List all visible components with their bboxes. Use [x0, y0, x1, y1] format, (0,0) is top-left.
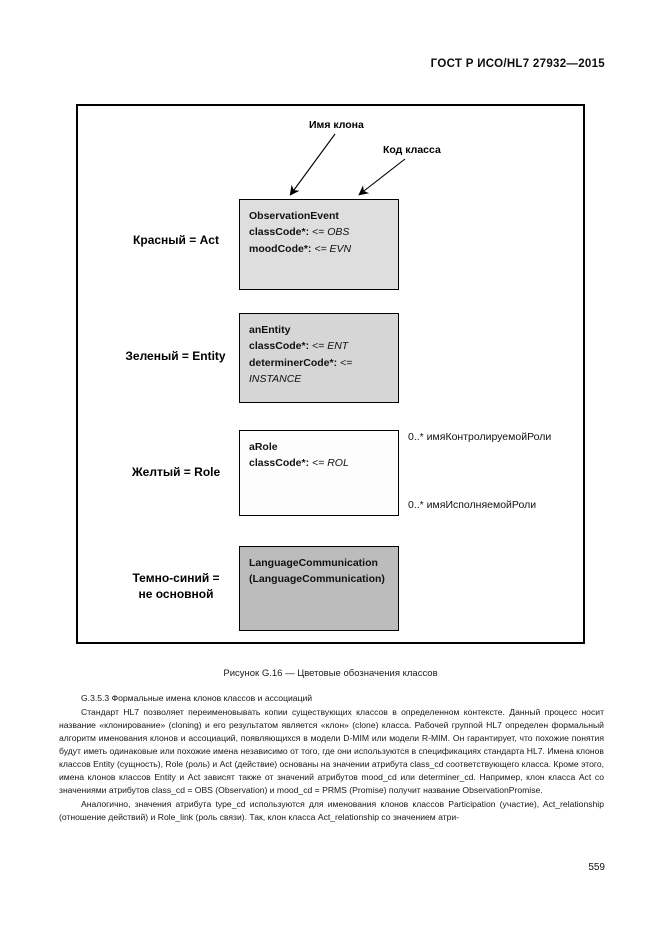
figure-caption: Рисунок G.16 — Цветовые обозначения клас… [223, 668, 438, 679]
legend-item-entity: Зеленый = Entity [125, 349, 226, 363]
class-attribute-row: moodCode*: <= EVN [249, 241, 389, 257]
attribute-value: <= OBS [312, 226, 350, 239]
class-box-an-entity: anEntity classCode*: <= ENT determinerCo… [239, 313, 399, 403]
multiplicity-played-role: 0..* имяИсполняемойРоли [408, 499, 537, 511]
figure-g16-frame: Имя клона Код класса Красный = Act Зелен… [76, 104, 585, 644]
class-attribute-row: classCode*: <= ENT [249, 338, 389, 354]
body-paragraph-1: Стандарт HL7 позволяет переименовывать к… [59, 707, 604, 796]
class-name: LanguageCommunication [249, 557, 378, 569]
class-name-qualifier: (LanguageCommunication) [249, 573, 385, 586]
attribute-value: <= ROL [312, 457, 349, 470]
attribute-label: classCode*: [249, 226, 313, 239]
page-number: 559 [588, 862, 605, 873]
class-attribute-row: classCode*: <= OBS [249, 224, 389, 240]
multiplicity-controlled-role: 0..* имяКонтролируемойРоли [408, 431, 552, 443]
attribute-label: classCode*: [249, 340, 313, 353]
class-attribute-row: classCode*: <= ROL [249, 455, 389, 471]
section-heading: G.3.5.3 Формальные имена клонов классов … [81, 693, 313, 703]
attribute-label: moodCode*: [249, 242, 315, 255]
legend-item-act: Красный = Act [133, 233, 219, 247]
class-name: ObservationEvent [249, 210, 339, 222]
attribute-label: determinerCode*: [249, 356, 341, 369]
class-name: aRole [249, 441, 278, 453]
attribute-value: <= [340, 356, 353, 369]
attribute-label: classCode*: [249, 457, 313, 470]
callout-label-clone-name: Имя клона [309, 119, 364, 131]
class-box-language-communication: LanguageCommunication (LanguageCommunica… [239, 546, 399, 631]
callout-label-class-code: Код класса [383, 144, 441, 156]
legend-item-non-primary: Темно-синий = не основной [132, 571, 220, 602]
attribute-value: <= ENT [312, 340, 349, 353]
legend-item-role: Желтый = Role [131, 465, 221, 479]
class-name: anEntity [249, 324, 291, 336]
class-box-observation-event: ObservationEvent classCode*: <= OBS mood… [239, 199, 399, 290]
attribute-value: <= EVN [314, 242, 352, 255]
body-text-block: G.3.5.3 Формальные имена клонов классов … [59, 692, 604, 824]
document-header-standard-ref: ГОСТ Р ИСО/HL7 27932—2015 [430, 58, 605, 70]
class-box-a-role: aRole classCode*: <= ROL [239, 430, 399, 516]
attribute-value-continuation: INSTANCE [249, 372, 302, 385]
body-paragraph-2: Аналогично, значения атрибута type_cd ис… [59, 798, 604, 822]
class-attribute-row: determinerCode*: <= [249, 355, 389, 371]
